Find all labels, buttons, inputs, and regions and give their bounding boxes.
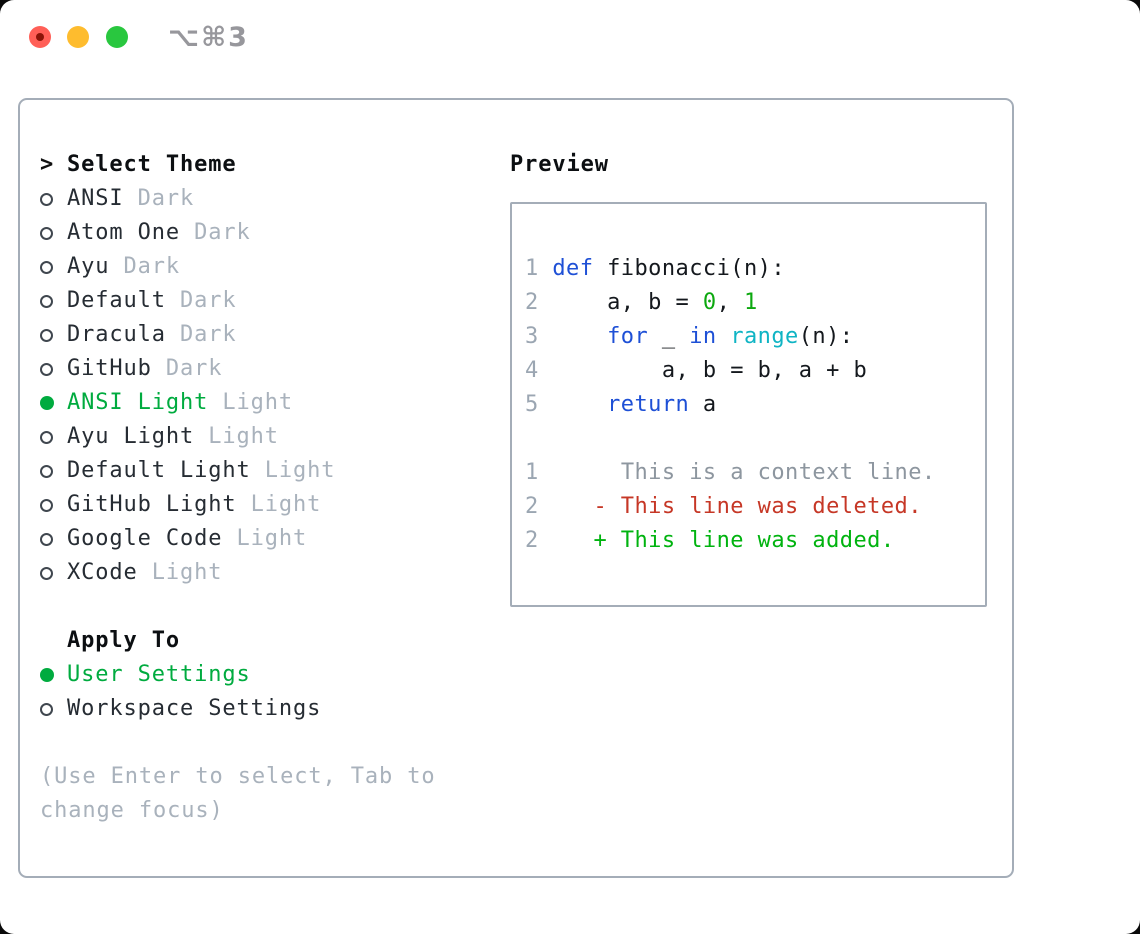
theme-variant: Light bbox=[250, 458, 336, 483]
close-dot-icon bbox=[36, 33, 44, 41]
code-line: 2 a, b = 0, 1 bbox=[525, 290, 758, 315]
radio-icon bbox=[40, 430, 67, 444]
radio-icon bbox=[40, 566, 67, 580]
preview-box: 1 def fibonacci(n): 2 a, b = 0, 1 3 for _ … bbox=[510, 202, 987, 607]
diff-line: 1 This is a context line. bbox=[525, 460, 936, 485]
theme-variant: Dark bbox=[165, 322, 237, 347]
theme-variant: Dark bbox=[123, 186, 195, 211]
code-line: 4 a, b = b, a + b bbox=[525, 358, 868, 383]
radio-icon bbox=[40, 498, 67, 512]
theme-name: Atom One bbox=[67, 220, 181, 245]
theme-name: Ayu bbox=[67, 254, 110, 279]
theme-option-google-code[interactable]: Google Code Light bbox=[40, 522, 490, 556]
code-preview-block: 1 def fibonacci(n): 2 a, b = 0, 1 3 for _ … bbox=[525, 252, 985, 422]
radio-icon bbox=[40, 260, 67, 274]
theme-name: GitHub bbox=[67, 356, 152, 381]
minimize-button[interactable] bbox=[67, 26, 89, 48]
theme-option-ayu[interactable]: Ayu Dark bbox=[40, 250, 490, 284]
radio-icon bbox=[40, 702, 67, 716]
diff-line: 2 + This line was added. bbox=[525, 528, 895, 553]
theme-name: Default Light bbox=[67, 458, 251, 483]
theme-variant: Light bbox=[137, 560, 223, 585]
theme-variant: Dark bbox=[180, 220, 251, 245]
theme-option-github[interactable]: GitHub Dark bbox=[40, 352, 490, 386]
maximize-button[interactable] bbox=[106, 26, 128, 48]
radio-icon bbox=[40, 362, 67, 376]
theme-name: XCode bbox=[67, 560, 138, 585]
window-title-shortcut: ⌥⌘3 bbox=[168, 22, 249, 53]
apply-to-title: Apply To bbox=[67, 628, 181, 653]
theme-option-default-light[interactable]: Default Light Light bbox=[40, 454, 490, 488]
theme-variant: Light bbox=[236, 492, 322, 517]
apply-option-user-settings[interactable]: User Settings bbox=[40, 658, 490, 692]
theme-name: Ayu Light bbox=[67, 424, 195, 449]
apply-option-label: Workspace Settings bbox=[67, 696, 322, 721]
theme-name: Google Code bbox=[67, 526, 223, 551]
theme-option-xcode[interactable]: XCode Light bbox=[40, 556, 490, 590]
prompt-icon: > bbox=[40, 152, 55, 177]
theme-variant: Light bbox=[194, 424, 279, 449]
select-theme-header: > Select Theme bbox=[40, 148, 490, 182]
diff-line: 2 - This line was deleted. bbox=[525, 494, 922, 519]
theme-option-ansi[interactable]: ANSI Dark bbox=[40, 182, 490, 216]
close-button[interactable] bbox=[29, 26, 51, 48]
radio-icon bbox=[40, 226, 67, 240]
radio-icon bbox=[40, 396, 67, 410]
theme-option-github-light[interactable]: GitHub Light Light bbox=[40, 488, 490, 522]
diff-preview-block: 1 This is a context line. 2 - This line w… bbox=[525, 456, 985, 558]
theme-option-ansi-light[interactable]: ANSI Light Light bbox=[40, 386, 490, 420]
theme-name: GitHub Light bbox=[67, 492, 237, 517]
radio-icon bbox=[40, 464, 67, 478]
theme-option-ayu-light[interactable]: Ayu Light Light bbox=[40, 420, 490, 454]
theme-variant: Light bbox=[208, 390, 294, 415]
theme-name: ANSI bbox=[67, 186, 124, 211]
apply-option-workspace-settings[interactable]: Workspace Settings bbox=[40, 692, 490, 726]
preview-title: Preview bbox=[510, 152, 609, 177]
theme-variant: Dark bbox=[151, 356, 223, 381]
radio-icon bbox=[40, 668, 67, 682]
radio-icon bbox=[40, 532, 67, 546]
radio-icon bbox=[40, 294, 67, 308]
code-line: 1 def fibonacci(n): bbox=[525, 256, 786, 281]
spacer-row bbox=[40, 726, 490, 760]
spacer-row bbox=[40, 590, 490, 624]
titlebar: ⌥⌘3 bbox=[0, 0, 1140, 74]
theme-option-dracula[interactable]: Dracula Dark bbox=[40, 318, 490, 352]
theme-name: ANSI Light bbox=[67, 390, 209, 415]
keyboard-hint: (Use Enter to select, Tab to change focu… bbox=[40, 764, 436, 823]
code-line: 5 return a bbox=[525, 392, 717, 417]
apply-option-label: User Settings bbox=[67, 662, 251, 687]
theme-variant: Dark bbox=[109, 254, 181, 279]
theme-variant: Dark bbox=[165, 288, 237, 313]
select-theme-title: Select Theme bbox=[67, 152, 237, 177]
radio-icon bbox=[40, 328, 67, 342]
radio-icon bbox=[40, 192, 67, 206]
theme-name: Default bbox=[67, 288, 166, 313]
theme-option-default[interactable]: Default Dark bbox=[40, 284, 490, 318]
apply-to-header: Apply To bbox=[40, 624, 490, 658]
theme-name: Dracula bbox=[67, 322, 166, 347]
code-line: 3 for _ in range(n): bbox=[525, 324, 854, 349]
theme-option-atom-one[interactable]: Atom One Dark bbox=[40, 216, 490, 250]
theme-variant: Light bbox=[222, 526, 308, 551]
